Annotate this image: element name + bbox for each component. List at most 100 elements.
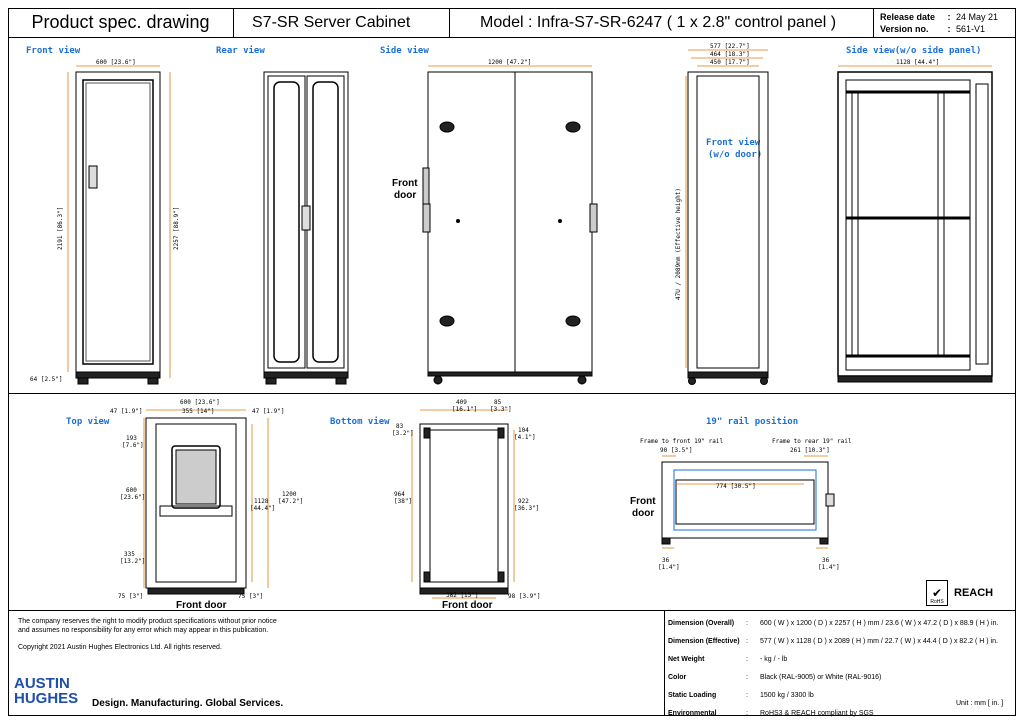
spec-row: Environmental:RoHS3 & REACH compliant by… <box>668 709 874 717</box>
dim-bot-104-b: [4.1"] <box>514 434 536 441</box>
dim-top-335-a: 335 <box>124 551 135 558</box>
bottom-view-label: Bottom view <box>330 417 390 427</box>
bottom-front-door-label: Front door <box>442 600 493 611</box>
dim-top-1200-b: [47.2"] <box>278 498 303 505</box>
dim-rail-261: 261 [10.3"] <box>790 447 830 454</box>
dim-top-1128-b: [44.4"] <box>250 505 275 512</box>
rail-position-drawing <box>661 461 835 545</box>
spec-table: Dimension (Overall):600 ( W ) x 1200 ( D… <box>668 614 1016 722</box>
dim-bot-964: 964 <box>394 491 405 498</box>
dim-fv-464: 464 [18.3"] <box>710 51 750 58</box>
front-view-no-door-label-1: Front view <box>706 138 761 148</box>
top-front-door-label: Front door <box>176 600 227 611</box>
dim-sv-1128: 1128 [44.4"] <box>896 59 939 66</box>
dim-bot-382: 382 [15"] <box>446 592 479 599</box>
spec-key: Static Loading <box>668 691 717 699</box>
dim-rail-36-right-a: 36 <box>822 557 830 564</box>
dim-bot-922-b: [36.3"] <box>514 505 539 512</box>
dim-effective-height: 47U / 2089mm (Effective height) <box>675 188 682 300</box>
dim-top-1128-a: 1128 <box>254 498 269 505</box>
bottom-view-drawing <box>419 423 509 595</box>
spec-value: 1500 kg / 3300 lb <box>760 691 814 699</box>
spec-key: Dimension (Effective) <box>668 637 740 645</box>
dim-bot-964-b: [38"] <box>394 498 412 505</box>
reach-badge: ✔ RoHS REACH <box>926 580 993 606</box>
dim-fv-577: 577 [22.7"] <box>710 43 750 50</box>
rail-front-door-label-1: Front <box>630 496 656 507</box>
dim-top-355: 355 [14"] <box>182 408 215 415</box>
version-number: 561-V1 <box>956 23 986 34</box>
spec-divider <box>664 610 665 716</box>
dim-top-335-b: [13.2"] <box>120 558 145 565</box>
front-view-label: Front view <box>26 46 81 56</box>
spec-row: Color:Black (RAL-9005) or White (RAL-901… <box>668 673 882 681</box>
spec-row: Net Weight:- kg / - lb <box>668 655 788 663</box>
dim-top-47-left: 47 [1.9"] <box>110 408 143 415</box>
side-front-door-label-1: Front <box>392 178 418 189</box>
spec-value: RoHS3 & REACH compliant by SGS <box>760 709 874 717</box>
side-view-drawing <box>422 71 598 385</box>
side-view-label: Side view <box>380 46 429 56</box>
dim-top-600-a: 600 <box>126 487 137 494</box>
dim-top-1200-a: 1200 <box>282 491 297 498</box>
side-view-no-panel-drawing <box>837 71 993 383</box>
dim-top-600: 600 [23.6"] <box>180 399 220 406</box>
rear-view-label: Rear view <box>216 46 265 56</box>
dim-front-height-left: 2191 [86.3"] <box>57 207 64 250</box>
dim-front-bottom: 64 [2.5"] <box>30 376 63 383</box>
dim-top-600-b: [23.6"] <box>120 494 145 501</box>
rear-view-drawing <box>263 71 349 385</box>
dim-front-height-right: 2257 [88.9"] <box>173 207 180 250</box>
disclaimer-line-2: and assumes no responsibility for any er… <box>18 627 269 634</box>
section-divider <box>8 393 1016 394</box>
version-label: Version no. <box>880 23 929 34</box>
front-view-no-door-drawing <box>687 71 769 385</box>
top-view-label: Top view <box>66 417 110 427</box>
spec-row: Dimension (Overall):600 ( W ) x 1200 ( D… <box>668 619 999 627</box>
dim-rail-36-right-b: [1.4"] <box>818 564 840 571</box>
release-info: Release date:24 May 21 Version no.:561-V… <box>880 11 999 34</box>
top-view-drawing <box>145 417 247 595</box>
product-name: S7-SR Server Cabinet <box>234 8 450 37</box>
dim-rail-36-left-a: 36 <box>662 557 670 564</box>
spec-key: Net Weight <box>668 655 705 663</box>
dim-bot-922: 922 <box>518 498 529 505</box>
rohs-icon: ✔ RoHS <box>926 580 948 606</box>
brand-line-1: AUSTIN <box>14 675 70 692</box>
brand-line-2: HUGHES <box>14 690 79 707</box>
dim-top-193-b: [7.6"] <box>122 442 144 449</box>
spec-value: 600 ( W ) x 1200 ( D ) x 2257 ( H ) mm /… <box>760 619 999 627</box>
release-date: 24 May 21 <box>956 11 999 22</box>
dimension-lines <box>67 49 992 599</box>
spec-row: Dimension (Effective):577 ( W ) x 1128 (… <box>668 637 998 645</box>
reach-label: REACH <box>954 587 994 599</box>
release-label: Release date <box>880 11 936 22</box>
spec-key: Dimension (Overall) <box>668 619 735 627</box>
copyright: Copyright 2021 Austin Hughes Electronics… <box>18 644 222 651</box>
dim-top-75-left: 75 [3"] <box>118 593 143 600</box>
dim-bot-85-b: [3.3"] <box>490 406 512 413</box>
dim-bot-83: 83 <box>396 423 404 430</box>
spec-value: 577 ( W ) x 1128 ( D ) x 2089 ( H ) mm /… <box>760 637 998 645</box>
rail-position-label: 19" rail position <box>706 417 799 427</box>
dim-top-193-a: 193 <box>126 435 137 442</box>
dim-bot-409: 409 <box>456 399 467 406</box>
dim-fv-450: 450 [17.7"] <box>710 59 750 66</box>
disclaimer-line-1: The company reserves the right to modify… <box>18 618 277 625</box>
dim-rail-36-left-b: [1.4"] <box>658 564 680 571</box>
spec-key: Environmental <box>668 709 717 717</box>
side-front-door-label-2: door <box>394 190 417 201</box>
dim-rail-90: 90 [3.5"] <box>660 447 693 454</box>
unit-label: Unit : mm [ in. ] <box>956 700 1004 707</box>
rohs-label: RoHS <box>930 599 944 605</box>
dim-top-47-right: 47 [1.9"] <box>252 408 285 415</box>
dim-bot-83-b: [3.2"] <box>392 430 414 437</box>
spec-row: Static Loading:1500 kg / 3300 lb <box>668 691 814 699</box>
spec-key: Color <box>668 673 687 681</box>
title-block: Product spec. drawing S7-SR Server Cabin… <box>8 8 1016 38</box>
side-view-no-panel-label: Side view(w/o side panel) <box>846 46 982 56</box>
dim-rail-774: 774 [30.5"] <box>716 483 756 490</box>
dim-front-width: 600 [23.6"] <box>96 59 136 66</box>
front-view-no-door-label-2: (w/o door) <box>708 150 763 160</box>
model-name: Model : Infra-S7-SR-6247 ( 1 x 2.8" cont… <box>450 8 874 37</box>
